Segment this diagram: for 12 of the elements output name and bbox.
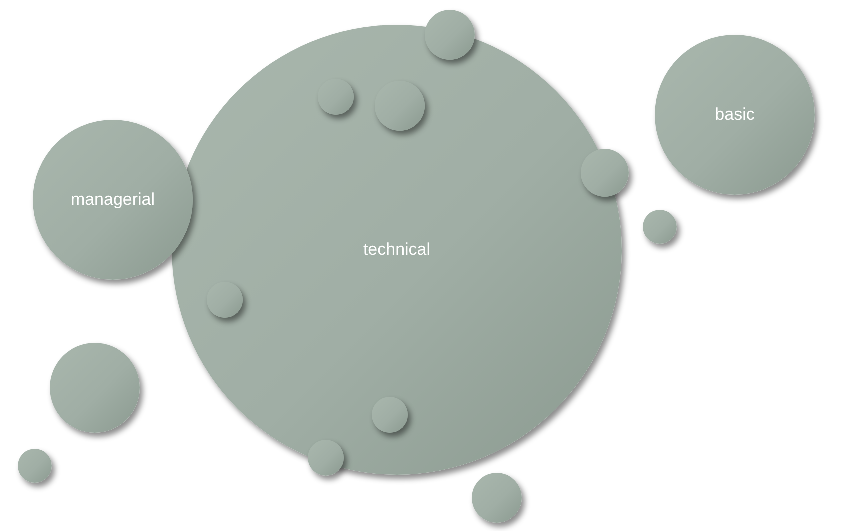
bubble [643,210,677,244]
bubble [472,473,522,523]
bubble-label: basic [715,104,755,126]
bubble [425,10,475,60]
bubble-label: managerial [70,189,156,212]
bubble [372,397,408,433]
bubble [18,449,52,483]
bubble-label: technical [363,239,431,262]
bubble [375,81,425,131]
bubble [207,282,243,318]
bubble [318,79,354,115]
bubble [581,149,629,197]
